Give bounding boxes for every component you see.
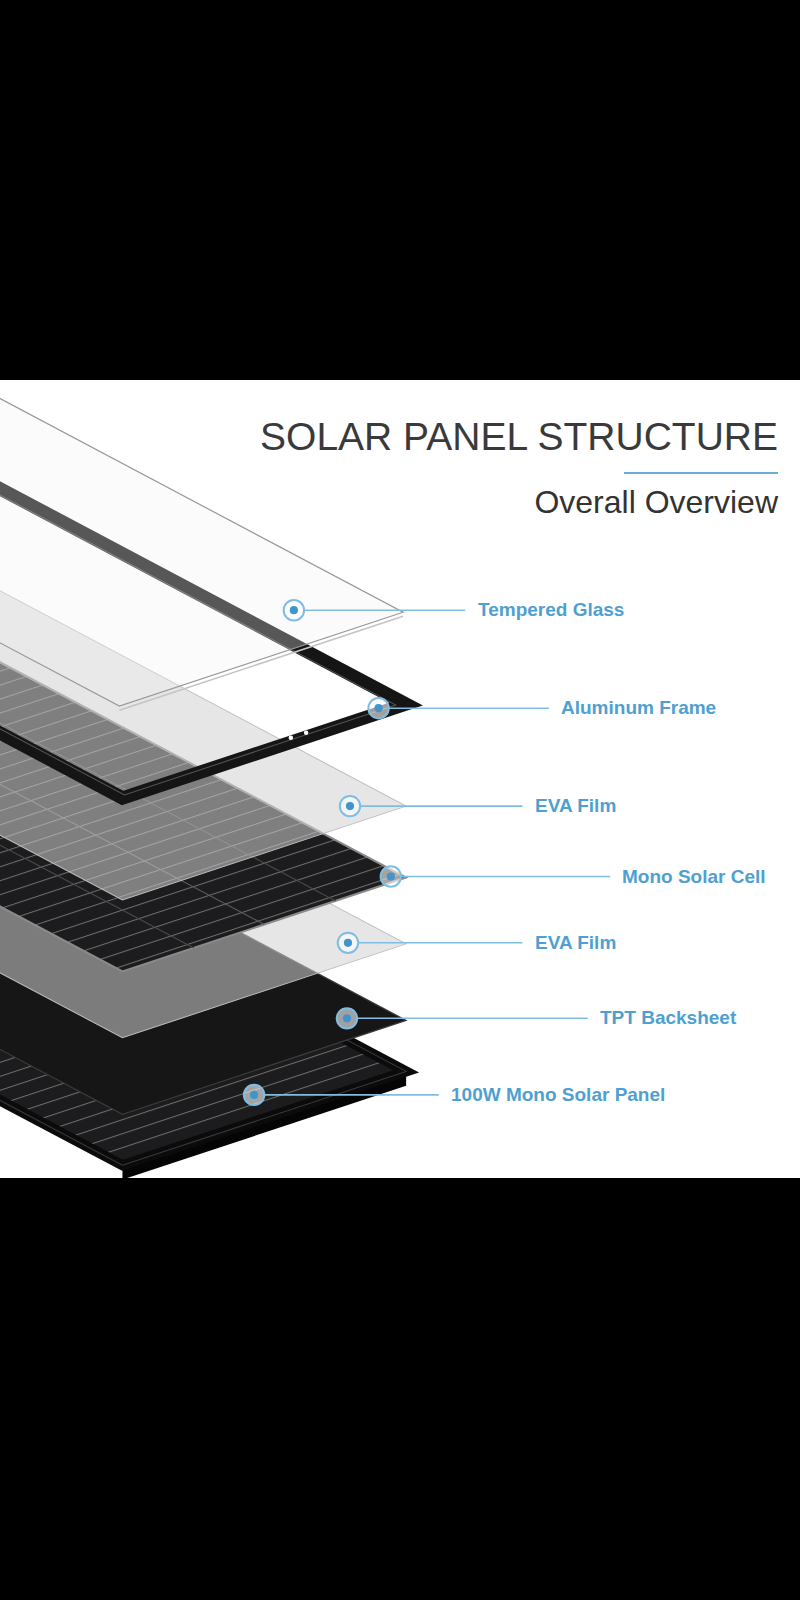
callout-dot [284, 600, 304, 620]
part-label: EVA Film [533, 932, 618, 954]
callout-dot-center [374, 704, 382, 712]
leader-line [401, 876, 610, 878]
callout-dot-center [343, 1014, 351, 1022]
callout-dot-center [387, 872, 395, 880]
frame-hole [289, 736, 293, 740]
callout-dot-center [346, 802, 354, 810]
callout-dot [338, 933, 358, 953]
title: SOLAR PANEL STRUCTURE [260, 415, 778, 460]
frame-hole [304, 730, 308, 734]
leader-line [358, 942, 522, 944]
callout-dot [381, 866, 401, 886]
part-label: EVA Film [533, 795, 618, 817]
callout-dot [337, 1008, 357, 1028]
callout-dot [244, 1085, 264, 1105]
glass-edge [119, 616, 403, 710]
part-label: Tempered Glass [476, 599, 626, 621]
callout-dot [368, 698, 388, 718]
part-label: 100W Mono Solar Panel [449, 1084, 667, 1106]
part-label: Mono Solar Cell [620, 866, 768, 888]
part-label: TPT Backsheet [598, 1007, 738, 1029]
callout-dot [340, 796, 360, 816]
subtitle: Overall Overview [534, 484, 778, 521]
callout-dot-center [290, 606, 298, 614]
callout-dot-center [344, 939, 352, 947]
leader-line [304, 609, 465, 611]
title-rule [624, 472, 778, 474]
leader-line [389, 707, 549, 709]
leader-line [360, 805, 522, 807]
leader-line [357, 1018, 588, 1020]
callouts [244, 600, 610, 1105]
callout-dot-center [250, 1091, 258, 1099]
part-label: Aluminum Frame [559, 697, 718, 719]
leader-line [264, 1094, 438, 1096]
